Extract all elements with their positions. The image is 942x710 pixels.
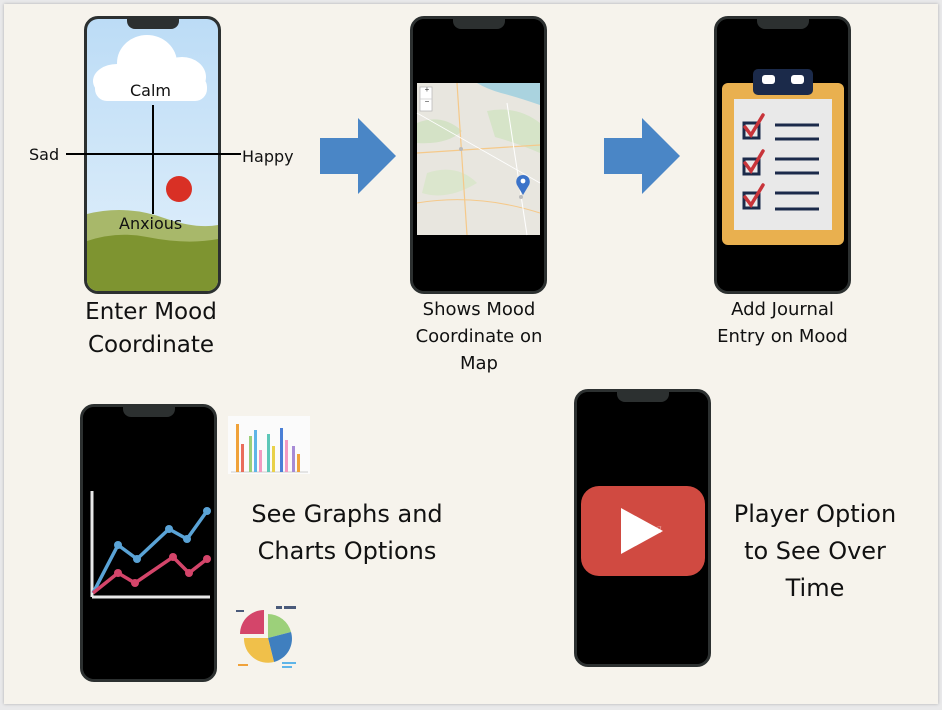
arrow-right-icon: [604, 118, 680, 194]
bar-chart-icon: [228, 416, 310, 474]
graphs-phone: [80, 404, 217, 682]
phone-notch: [126, 19, 179, 29]
phone-notch: [756, 19, 809, 29]
zoom-out-button[interactable]: −: [424, 97, 430, 106]
line-chart-icon[interactable]: [83, 407, 214, 679]
mood-sky-scene[interactable]: [87, 19, 218, 291]
zoom-in-button[interactable]: +: [424, 85, 430, 94]
mood-dot[interactable]: [166, 176, 192, 202]
canvas: Calm Sad Happy Anxious Enter Mood Coordi…: [4, 4, 938, 704]
phone-notch: [616, 392, 669, 402]
play-video-icon[interactable]: [577, 392, 708, 664]
label-anxious: Anxious: [119, 214, 183, 233]
map-phone: [410, 16, 547, 294]
mood-entry-phone: [84, 16, 221, 294]
player-phone: [574, 389, 711, 667]
step4-caption: See Graphs and Charts Options: [251, 500, 443, 565]
step5-caption: Player Option to See Over Time: [733, 500, 897, 602]
label-sad: Sad: [29, 145, 60, 164]
cloud-icon: [93, 35, 207, 101]
label-happy: Happy: [242, 147, 294, 166]
watermark: Canva: [621, 522, 663, 537]
clipboard-icon[interactable]: [717, 19, 848, 291]
step3-caption: Add Journal Entry on Mood: [717, 299, 848, 347]
pie-chart-icon: [236, 606, 296, 668]
arrow-right-icon: [320, 118, 396, 194]
step2-caption: Shows Mood Coordinate on Map: [415, 299, 543, 374]
map-zoom-control[interactable]: [419, 86, 433, 112]
phone-notch: [122, 407, 175, 417]
map-pin-icon[interactable]: [516, 175, 530, 195]
phone-notch: [452, 19, 505, 29]
mood-map[interactable]: [413, 19, 544, 291]
sad-happy-axis: [66, 153, 241, 155]
step1-caption: Enter Mood Coordinate: [85, 299, 217, 358]
journal-phone: [714, 16, 851, 294]
label-calm: Calm: [130, 81, 172, 100]
checklist: [742, 113, 819, 211]
